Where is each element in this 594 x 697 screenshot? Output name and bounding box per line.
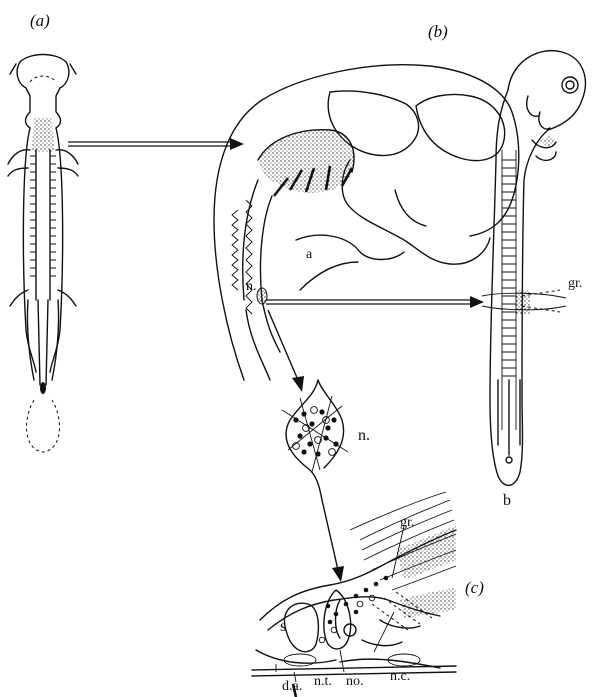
node-inset-drawing (282, 380, 348, 500)
label-no: no. (346, 674, 364, 689)
panel-label-c: (c) (465, 578, 484, 597)
label-da: d.a. (282, 679, 302, 694)
label-b-body: b (503, 492, 511, 509)
panel-label-b: (b) (428, 22, 448, 41)
arrow-a-to-embryo (68, 138, 244, 150)
early-embryo-drawing (8, 55, 78, 453)
label-n-inset: n. (358, 427, 370, 444)
arrow-node-to-inset (268, 310, 304, 392)
label-a-body: a (306, 247, 313, 262)
label-nt: n.t. (314, 674, 332, 689)
label-nc: n.c. (390, 669, 410, 684)
elongated-embryo-drawing (482, 51, 585, 486)
panel-label-a: (a) (30, 11, 50, 30)
label-n-node: n. (246, 279, 257, 294)
arrow-node-to-b (266, 296, 484, 308)
label-gr-c: gr. (400, 515, 414, 530)
cross-section-drawing (252, 492, 456, 697)
large-embryo-drawing (214, 65, 519, 380)
label-gr-b: gr. (568, 276, 582, 291)
label-s: s (280, 618, 286, 635)
somite-column-a (30, 156, 56, 276)
arrow-inset-to-c (322, 500, 344, 582)
